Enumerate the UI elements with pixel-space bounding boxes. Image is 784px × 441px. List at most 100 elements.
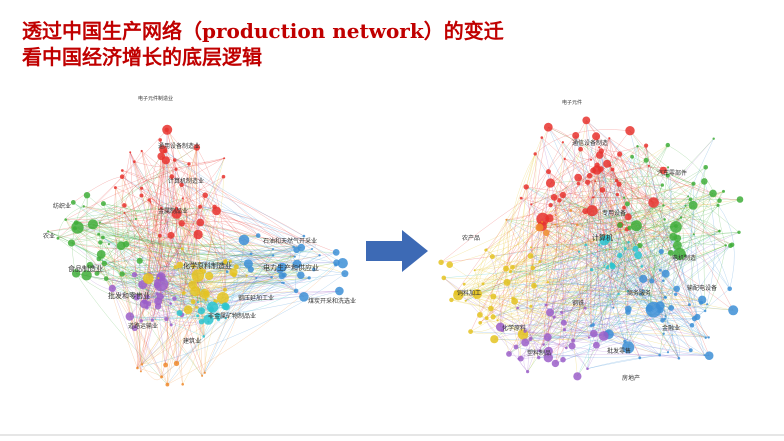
network-edge: [564, 224, 621, 330]
network-node: [201, 374, 204, 377]
network-edge: [486, 249, 501, 327]
network-edge: [612, 225, 676, 266]
network-edge: [663, 170, 719, 206]
network-node: [687, 303, 691, 307]
network-node: [334, 263, 338, 267]
network-node: [341, 270, 349, 278]
network-edge: [115, 187, 143, 365]
network-edge: [72, 195, 88, 274]
network-node: [293, 288, 299, 294]
network-node: [569, 209, 573, 212]
network-edge: [505, 268, 706, 339]
network-edge: [474, 225, 637, 293]
network-node: [163, 149, 168, 154]
network-edge: [539, 153, 620, 351]
network-edge: [572, 266, 643, 341]
network-node: [560, 311, 563, 314]
network-node: [528, 337, 533, 341]
network-node: [198, 261, 201, 265]
network-node: [543, 229, 550, 236]
node-label: 房地产: [622, 374, 640, 382]
network-edge: [588, 167, 669, 338]
network-edge: [174, 159, 272, 278]
node-label: 农产品: [462, 234, 480, 242]
network-node: [197, 307, 205, 315]
network-edge: [165, 160, 272, 278]
network-edge: [141, 168, 177, 189]
network-node: [71, 269, 81, 278]
network-edge: [637, 145, 647, 156]
network-node: [538, 260, 542, 263]
network-node: [477, 312, 483, 318]
network-edge: [555, 341, 626, 364]
network-node: [646, 306, 650, 310]
network-edge: [96, 265, 198, 276]
network-edge: [587, 225, 621, 369]
network-edge: [92, 224, 183, 250]
network-node: [665, 173, 670, 178]
network-edge: [559, 200, 609, 267]
network-edge: [122, 260, 231, 275]
network-node: [586, 367, 589, 371]
network-node: [587, 336, 591, 339]
network-node: [103, 276, 109, 281]
network-node: [663, 295, 667, 299]
network-node: [468, 329, 473, 334]
network-node: [724, 244, 727, 247]
network-edge: [555, 215, 590, 338]
network-edge: [201, 248, 274, 377]
network-edge: [596, 169, 666, 317]
network-node: [154, 303, 162, 310]
network-node: [171, 208, 182, 219]
network-node: [634, 251, 642, 260]
network-nodes: [438, 116, 744, 381]
network-edge: [76, 150, 142, 223]
network-node: [554, 223, 557, 226]
network-edge: [103, 203, 148, 303]
network-node: [548, 203, 553, 208]
network-edge: [167, 163, 191, 385]
network-edge: [554, 316, 564, 319]
network-edge: [564, 202, 654, 330]
network-edge: [480, 210, 593, 323]
network-edge: [134, 235, 304, 275]
node-label: 钢压延加工业: [238, 294, 274, 302]
network-edge: [587, 354, 660, 369]
network-node: [214, 312, 221, 319]
network-node: [585, 179, 591, 185]
network-edge: [71, 242, 218, 316]
network-edge: [129, 248, 183, 317]
network-edge: [627, 226, 677, 348]
network-edge: [148, 201, 159, 279]
network-node: [543, 333, 552, 342]
network-edge: [542, 183, 694, 227]
network-edge: [530, 145, 669, 307]
network-edge: [534, 245, 726, 286]
network-edge: [510, 180, 617, 272]
network-edge: [586, 120, 650, 309]
network-edge: [533, 345, 540, 358]
network-edge: [204, 239, 245, 373]
network-edge: [530, 244, 600, 340]
network-edge: [170, 277, 310, 306]
network-edge: [539, 215, 560, 351]
network-edge: [157, 147, 198, 307]
network-node: [625, 309, 631, 315]
network-node: [187, 162, 191, 166]
network-edge: [115, 147, 197, 188]
network-node: [603, 264, 606, 267]
network-node: [647, 164, 650, 167]
network-edge: [596, 189, 604, 336]
network-edge: [494, 331, 574, 341]
network-node: [568, 342, 576, 350]
network-edge: [592, 151, 608, 326]
network-node: [238, 234, 250, 246]
network-edge: [548, 232, 740, 358]
network-edge: [137, 208, 162, 369]
network-edge: [477, 219, 665, 295]
network-node: [223, 157, 226, 160]
network-edge: [179, 147, 197, 385]
network-edge: [139, 253, 298, 265]
network-node: [473, 269, 476, 272]
network-edge: [587, 253, 680, 369]
